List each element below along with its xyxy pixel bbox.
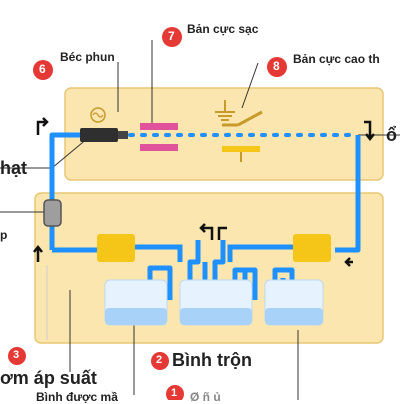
lower-pipe-mid: [135, 244, 293, 262]
flow-arrow-icon: [33, 117, 375, 267]
badge-6-circle: [33, 60, 53, 80]
label-hat: hạt: [0, 158, 27, 178]
badge-2: 2: [156, 354, 163, 366]
badge-2-circle: [151, 352, 169, 370]
ground-symbol-icon: [215, 100, 235, 121]
badges: [8, 27, 287, 400]
label-bottom-right: Ø ñ ủ: [190, 390, 221, 404]
label-p: p: [0, 228, 8, 242]
label-bom-ap-suat: ơm áp suất: [0, 368, 97, 388]
badge-8: 8: [273, 59, 280, 73]
badge-1-circle: [166, 385, 184, 400]
valve-block-right: [293, 234, 331, 262]
leader-ban-cuc-cao: [241, 62, 259, 109]
label-o: ổ: [386, 125, 397, 145]
pressure-pump: [43, 199, 62, 227]
spray-nozzle-icon: [80, 107, 128, 142]
badge-3-circle: [8, 347, 26, 365]
deflection-plate-bottom: [222, 146, 260, 152]
charging-electrode-top: [140, 123, 178, 130]
label-ban-cuc-cao-th: Bản cực cao th: [293, 52, 380, 66]
switch-icon: [222, 110, 263, 127]
badge-7: 7: [168, 29, 175, 43]
badge-7-circle: [162, 27, 182, 47]
label-ban-cuc-sac: Bản cực sạc: [187, 22, 259, 36]
badge-8-circle: [267, 57, 287, 77]
charging-electrode-bottom: [140, 144, 178, 151]
label-binh-duoc: Bình được mầ: [36, 390, 118, 404]
badge-1: 1: [171, 387, 178, 399]
valve-block-left: [97, 234, 135, 262]
badge-6: 6: [39, 62, 46, 76]
label-bec-phun: Béc phun: [60, 50, 115, 64]
badge-3: 3: [13, 349, 20, 361]
label-binh-tron: Bình trộn: [172, 350, 252, 370]
